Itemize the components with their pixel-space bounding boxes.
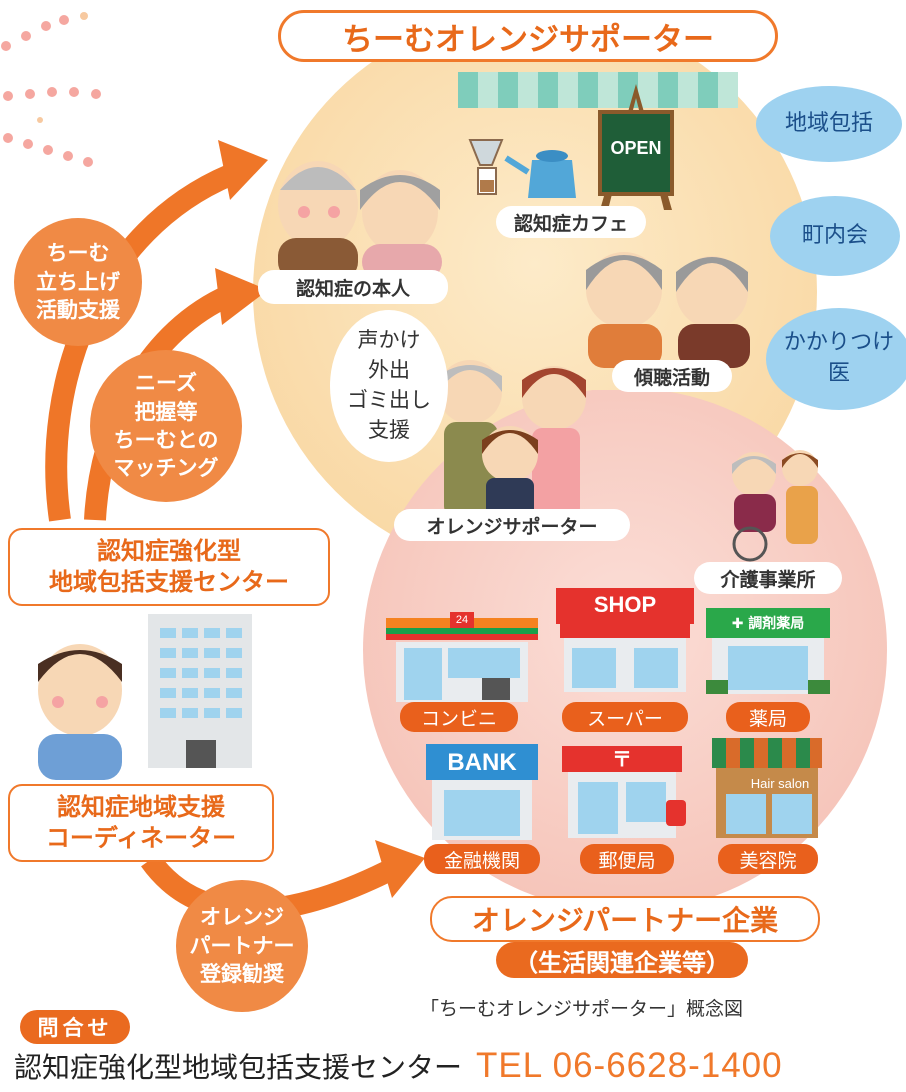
contact-label: 問合せ: [20, 1010, 130, 1044]
contact-line: 認知症強化型地域包括支援センター TEL 06-6628-1400: [14, 1046, 904, 1086]
oval-neighborhood-assoc: 町内会: [770, 196, 900, 276]
open-sign-stand: [598, 84, 674, 210]
listening-ladies-illustration: [586, 252, 750, 368]
speech-line: 声かけ: [357, 328, 421, 353]
supermarket-icon: [556, 588, 694, 692]
contact-tel: TEL 06-6628-1400: [476, 1046, 783, 1085]
bubble-partner-registration: オレンジパートナー登録勧奨: [176, 880, 308, 1012]
label-supporter: オレンジサポーター: [394, 509, 630, 541]
label-patient: 認知症の本人: [258, 270, 448, 304]
supermarket-sign: SHOP: [593, 592, 657, 617]
speech-bubble: 声かけ 外出 ゴミ出し 支援: [330, 310, 448, 462]
pharmacy-sign: ✚ 調剤薬局: [731, 616, 805, 632]
label-care-office: 介護事業所: [694, 562, 842, 594]
label-bank: 金融機関: [424, 844, 540, 874]
partner-title: オレンジパートナー企業: [430, 896, 820, 942]
konbini-sign: 24: [450, 612, 474, 628]
open-sign-text: OPEN: [610, 138, 662, 158]
partner-subtitle: （生活関連企業等）: [496, 942, 748, 978]
label-post-office: 郵便局: [580, 844, 674, 874]
label-pharmacy: 薬局: [726, 702, 810, 732]
decorative-dots: [1, 12, 101, 167]
care-worker-illustration: [732, 450, 818, 562]
elderly-couple-illustration: [278, 161, 442, 280]
pharmacy-icon: [706, 608, 830, 694]
konbini-store-icon: [386, 618, 538, 702]
label-listening: 傾聴活動: [612, 360, 732, 392]
cafe-awning: [458, 72, 738, 108]
label-supermarket: スーパー: [562, 702, 688, 732]
office-building-icon: [148, 614, 252, 768]
page-title: ちーむオレンジサポーター: [278, 10, 778, 62]
label-cafe: 認知症カフェ: [496, 206, 646, 238]
oval-community-center: 地域包括: [756, 86, 902, 162]
post-office-icon: [562, 746, 686, 838]
diagram-caption: 「ちーむオレンジサポーター」概念図: [420, 998, 744, 1020]
label-konbini: コンビニ: [400, 702, 518, 732]
bank-sign: BANK: [447, 749, 517, 776]
speech-line: 支援: [368, 417, 410, 442]
coordinator-illustration: [38, 644, 122, 780]
center-box: 認知症強化型地域包括支援センター: [8, 528, 330, 606]
contact-organization: 認知症強化型地域包括支援センター: [14, 1051, 463, 1084]
label-hair-salon: 美容院: [718, 844, 818, 874]
post-office-sign: 〒: [612, 747, 632, 771]
oval-family-doctor: かかりつけ 医: [766, 308, 906, 410]
speech-line: 外出: [368, 358, 410, 383]
speech-line: ゴミ出し: [347, 388, 431, 412]
bubble-team-setup: ちーむ立ち上げ活動支援: [14, 218, 142, 346]
hair-salon-sign: Hair salon: [750, 776, 810, 791]
supporters-group-illustration: [438, 360, 586, 518]
coordinator-box: 認知症地域支援コーディネーター: [8, 784, 274, 862]
hair-salon-icon: [712, 738, 822, 838]
bubble-needs-matching: ニーズ把握等ちーむとのマッチング: [90, 350, 242, 502]
coffee-pot-icon: [468, 139, 576, 198]
bank-icon: [426, 744, 538, 840]
